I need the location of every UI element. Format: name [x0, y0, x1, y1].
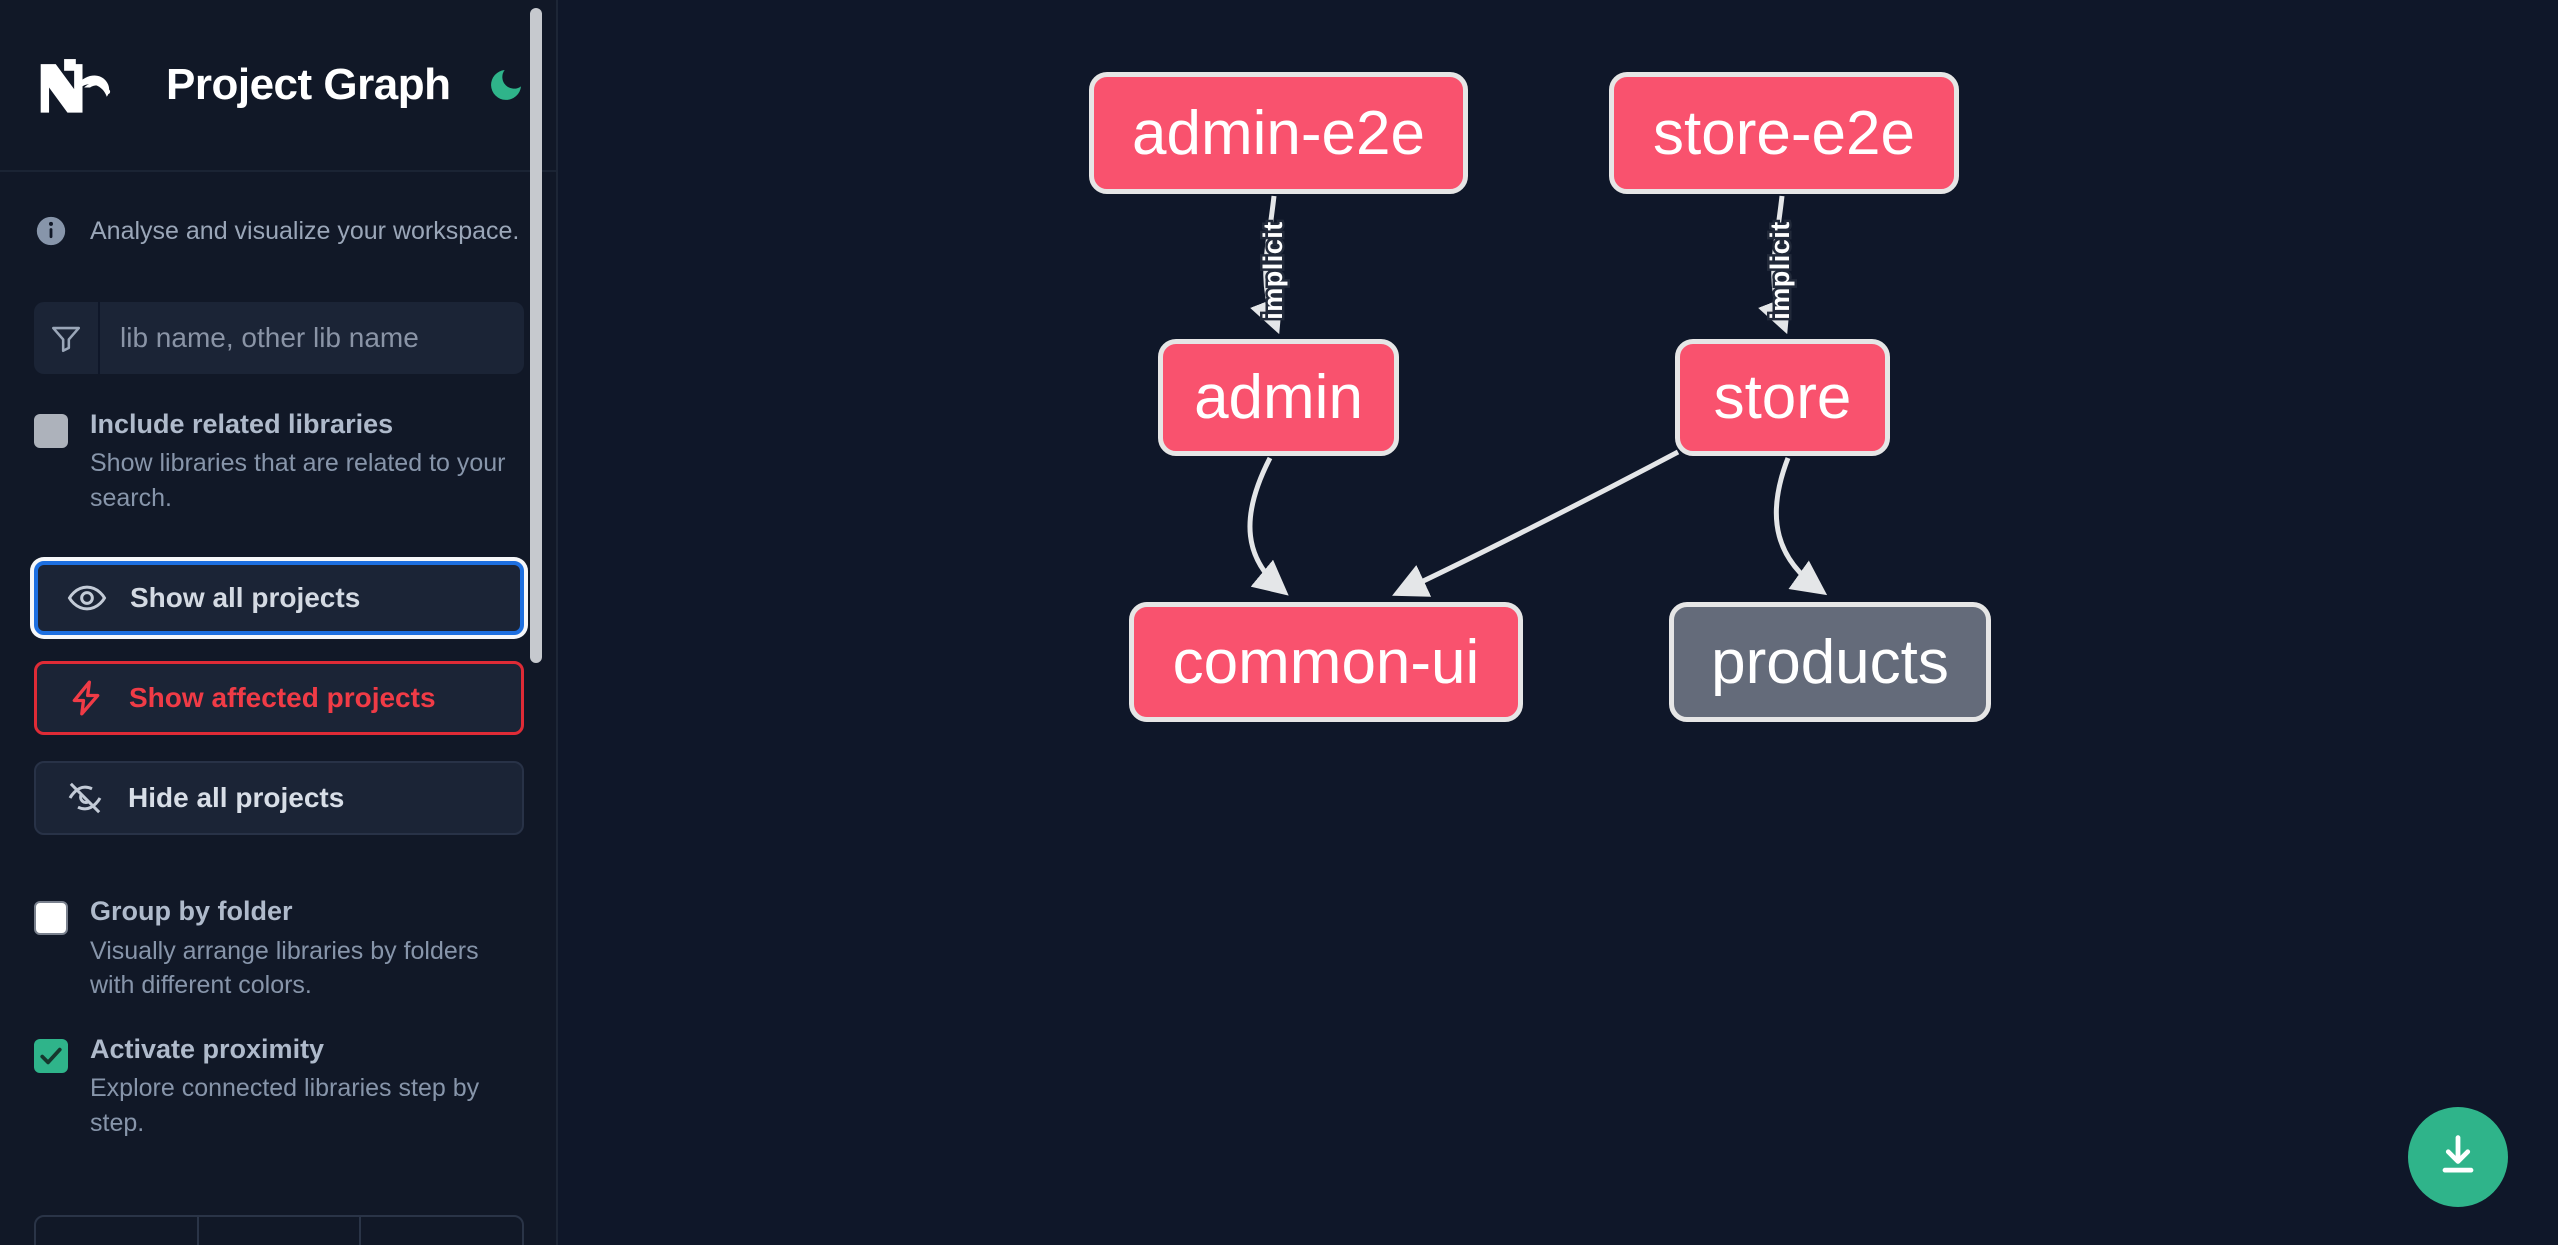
checkbox-row-group-by-folder[interactable]: Group by folder Visually arrange librari… — [0, 861, 558, 1002]
edge-store-to-products — [1773, 457, 1828, 596]
proximity-stepper-segment[interactable] — [361, 1217, 522, 1245]
graph-node-admin-e2e[interactable]: admin-e2e — [1089, 72, 1468, 194]
page-title: Project Graph — [166, 60, 451, 109]
include-related-libraries-label: Include related libraries — [90, 409, 394, 439]
search-bar — [34, 302, 524, 374]
graph-node-store[interactable]: store — [1675, 339, 1890, 456]
hide-all-projects-label: Hide all projects — [128, 782, 345, 814]
download-icon — [2432, 1129, 2484, 1186]
filter-icon — [34, 302, 100, 374]
graph-node-products[interactable]: products — [1669, 602, 1991, 722]
edge-store-e2e-to-store — [1758, 195, 1791, 335]
include-related-libraries-description: Show libraries that are related to your … — [90, 449, 506, 512]
include-related-libraries-checkbox[interactable] — [34, 414, 68, 448]
graph-node-label: admin — [1194, 363, 1363, 432]
graph-node-common-ui[interactable]: common-ui — [1129, 602, 1523, 722]
action-buttons: Show all projects Show affected projects — [34, 561, 524, 836]
group-by-folder-description: Visually arrange libraries by folders wi… — [90, 936, 479, 1000]
sidebar-header: Project Graph — [0, 0, 558, 172]
edge-admin-to-common-ui — [1247, 456, 1289, 596]
edge-store-to-common-ui — [1392, 449, 1680, 597]
search-input[interactable] — [100, 302, 524, 374]
checkbox-row-include-related-libraries[interactable]: Include related libraries Show libraries… — [0, 374, 558, 515]
sidebar-divider — [556, 0, 558, 1245]
hide-all-projects-button[interactable]: Hide all projects — [34, 761, 524, 836]
graph-node-label: store — [1713, 363, 1852, 432]
show-affected-projects-button[interactable]: Show affected projects — [34, 661, 524, 736]
graph-node-label: common-ui — [1172, 627, 1480, 697]
activate-proximity-label: Activate proximity — [90, 1033, 325, 1064]
eye-off-icon — [64, 777, 106, 819]
graph-node-admin[interactable]: admin — [1158, 339, 1399, 456]
group-by-folder-checkbox[interactable] — [34, 901, 68, 936]
graph-node-store-e2e[interactable]: store-e2e — [1609, 72, 1959, 194]
tagline: Analyse and visualize your workspace. — [0, 172, 558, 248]
graph-node-label: admin-e2e — [1132, 98, 1425, 168]
activate-proximity-checkbox[interactable] — [34, 1038, 68, 1073]
show-all-projects-button[interactable]: Show all projects — [34, 561, 524, 636]
moon-icon[interactable] — [486, 59, 526, 111]
proximity-stepper-control[interactable] — [34, 1215, 524, 1245]
tagline-text: Analyse and visualize your workspace. — [90, 216, 520, 245]
info-icon — [34, 214, 68, 248]
proximity-stepper-segment[interactable] — [199, 1217, 362, 1245]
graph-edges — [1247, 195, 1828, 597]
show-all-projects-label: Show all projects — [130, 582, 361, 614]
edge-admin-e2e-to-admin — [1250, 195, 1283, 335]
checkbox-row-activate-proximity[interactable]: Activate proximity Explore connected lib… — [0, 1003, 558, 1140]
activate-proximity-description: Explore connected libraries step by step… — [90, 1074, 480, 1137]
download-image-button[interactable] — [2408, 1107, 2508, 1207]
graph-node-label: store-e2e — [1653, 98, 1915, 168]
proximity-stepper-segment[interactable] — [36, 1217, 199, 1245]
sidebar: Project Graph Analyse and visualize your… — [0, 0, 558, 1245]
sidebar-scrollbar-thumb[interactable] — [530, 8, 542, 663]
graph-canvas[interactable]: admin-e2e store-e2e admin store common-u… — [558, 0, 2558, 1245]
edge-label-implicit-admin: implicit — [1255, 219, 1290, 323]
graph-node-label: products — [1711, 627, 1949, 697]
edge-label-implicit-store: implicit — [1762, 219, 1797, 323]
group-by-folder-label: Group by folder — [90, 896, 293, 927]
nx-logo-icon — [34, 54, 126, 116]
lightning-bolt-icon — [65, 677, 107, 719]
eye-icon — [66, 577, 108, 619]
show-affected-projects-label: Show affected projects — [129, 682, 436, 714]
